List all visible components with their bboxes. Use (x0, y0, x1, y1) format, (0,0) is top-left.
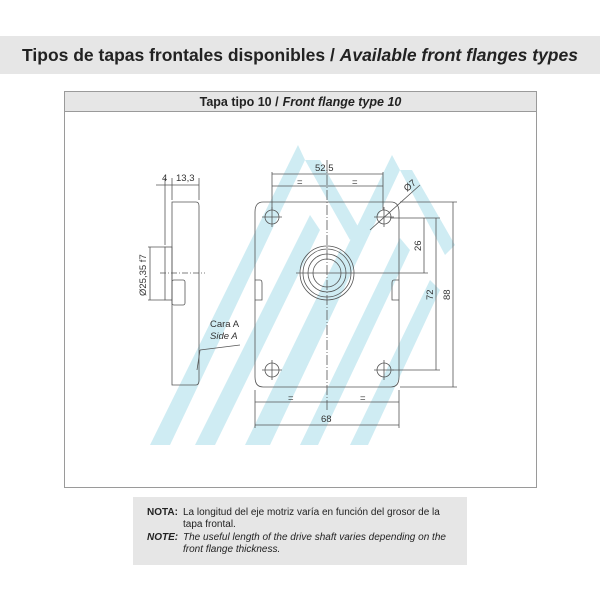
equal-mark: = (288, 393, 294, 404)
dim-4: 4 (162, 173, 167, 184)
panel-title: Tapa tipo 10 /Front flange type 10 (65, 92, 536, 112)
title-en: Available front flanges types (339, 44, 578, 65)
note-label-en: NOTE: (147, 532, 179, 543)
note-text-es: La longitud del eje motriz varía en func… (183, 507, 440, 530)
title-es: Tipos de tapas frontales disponibles (22, 44, 326, 65)
panel-title-en: Front flange type 10 (282, 94, 402, 109)
panel-title-es: Tapa tipo 10 / (199, 94, 279, 109)
side-boss (164, 246, 173, 301)
note-text-en: The useful length of the drive shaft var… (183, 532, 446, 555)
side-label-en: Side A (210, 331, 238, 342)
dim-26: 26 (413, 240, 424, 251)
dim-13-3: 13,3 (176, 173, 195, 184)
page-title: Tipos de tapas frontales disponibles / A… (0, 36, 600, 74)
dim-72: 72 (425, 289, 436, 300)
dim-shaft-diameter: Ø25,35 f7 (138, 254, 149, 296)
equal-mark: = (297, 177, 303, 188)
side-view (171, 201, 200, 386)
note-label-es: NOTA: (147, 507, 178, 518)
equal-mark: = (352, 177, 358, 188)
side-label-es: Cara A (210, 319, 240, 330)
dim-52-5: 52,5 (315, 163, 334, 174)
front-view-plate (254, 201, 400, 388)
dim-88: 88 (442, 289, 453, 300)
dim-68: 68 (321, 414, 332, 425)
equal-mark: = (360, 393, 366, 404)
note-box: NOTA: La longitud del eje motriz varía e… (133, 497, 467, 565)
